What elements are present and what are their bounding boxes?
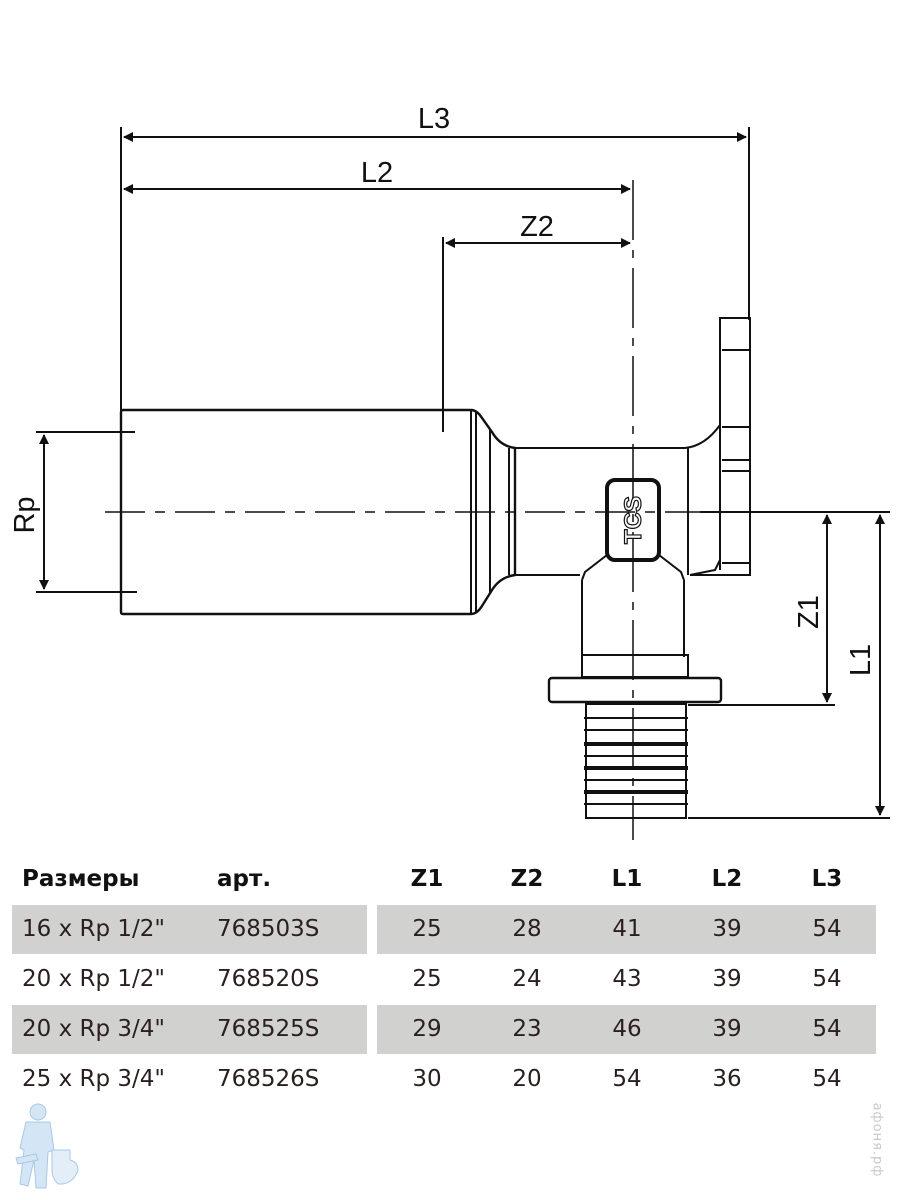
- header-l3: L3: [811, 866, 843, 892]
- cell-l1: 54: [612, 1066, 642, 1092]
- cell-z1: 25: [412, 966, 442, 992]
- header-z1: Z1: [410, 866, 444, 892]
- plumber-mascot-icon: [15, 1103, 79, 1189]
- header-l2: L2: [711, 866, 743, 892]
- cell-z2: 24: [512, 966, 542, 992]
- watermark: афоня.рф: [862, 1090, 892, 1190]
- label-l3: L3: [418, 103, 450, 135]
- table-row: 20 x Rp 1/2" 768520S 25 24 43 39 54: [0, 955, 900, 1004]
- cell-art: 768503S: [217, 916, 320, 942]
- cell-art: 768525S: [217, 1016, 320, 1042]
- pex-ribbed-stem: [584, 703, 688, 819]
- cell-l1: 41: [612, 916, 642, 942]
- cell-l2: 36: [712, 1066, 742, 1092]
- cell-l2: 39: [712, 966, 742, 992]
- cell-size: 25 x Rp 3/4": [22, 1066, 165, 1092]
- cell-art: 768520S: [217, 966, 320, 992]
- cell-z2: 20: [512, 1066, 542, 1092]
- header-art: арт.: [217, 866, 272, 892]
- cell-l3: 54: [812, 916, 842, 942]
- cell-z1: 29: [412, 1016, 442, 1042]
- row-shade: [12, 905, 367, 954]
- label-z1: Z1: [793, 595, 825, 629]
- label-z2: Z2: [520, 211, 554, 243]
- cell-size: 20 x Rp 1/2": [22, 966, 165, 992]
- cell-z1: 25: [412, 916, 442, 942]
- cell-l2: 39: [712, 1016, 742, 1042]
- table-row: 25 x Rp 3/4" 768526S 30 20 54 36 54: [0, 1055, 900, 1104]
- row-shade: [12, 1005, 367, 1054]
- table-row: 20 x Rp 3/4" 768525S 29 23 46 39 54: [0, 1005, 900, 1054]
- socket-body: [119, 408, 517, 616]
- row-shade: [377, 1005, 876, 1054]
- cell-l3: 54: [812, 1016, 842, 1042]
- cell-z2: 28: [512, 916, 542, 942]
- brand-mark: TCS: [620, 496, 647, 544]
- row-shade: [377, 905, 876, 954]
- label-l1: L1: [845, 644, 877, 676]
- cell-l1: 43: [612, 966, 642, 992]
- cell-z2: 23: [512, 1016, 542, 1042]
- cell-size: 20 x Rp 3/4": [22, 1016, 165, 1042]
- cell-art: 768526S: [217, 1066, 320, 1092]
- header-z2: Z2: [510, 866, 544, 892]
- flange: [547, 676, 723, 704]
- label-l2: L2: [361, 157, 393, 189]
- watermark-text: афоня.рф: [869, 1102, 885, 1178]
- header-size: Размеры: [22, 866, 140, 892]
- table-header: Размеры арт. Z1 Z2 L1 L2 L3: [0, 855, 900, 904]
- technical-drawing: L3 L2 Z2 Rp Z1 L1 TCS: [9, 103, 890, 840]
- cell-l3: 54: [812, 966, 842, 992]
- cell-l3: 54: [812, 1066, 842, 1092]
- label-rp: Rp: [9, 496, 41, 533]
- header-l1: L1: [611, 866, 643, 892]
- table-row: 16 x Rp 1/2" 768503S 25 28 41 39 54: [0, 905, 900, 954]
- cell-size: 16 x Rp 1/2": [22, 916, 165, 942]
- cell-l1: 46: [612, 1016, 642, 1042]
- cell-z1: 30: [412, 1066, 442, 1092]
- tcs-hex-nut: [605, 478, 661, 562]
- cell-l2: 39: [712, 916, 742, 942]
